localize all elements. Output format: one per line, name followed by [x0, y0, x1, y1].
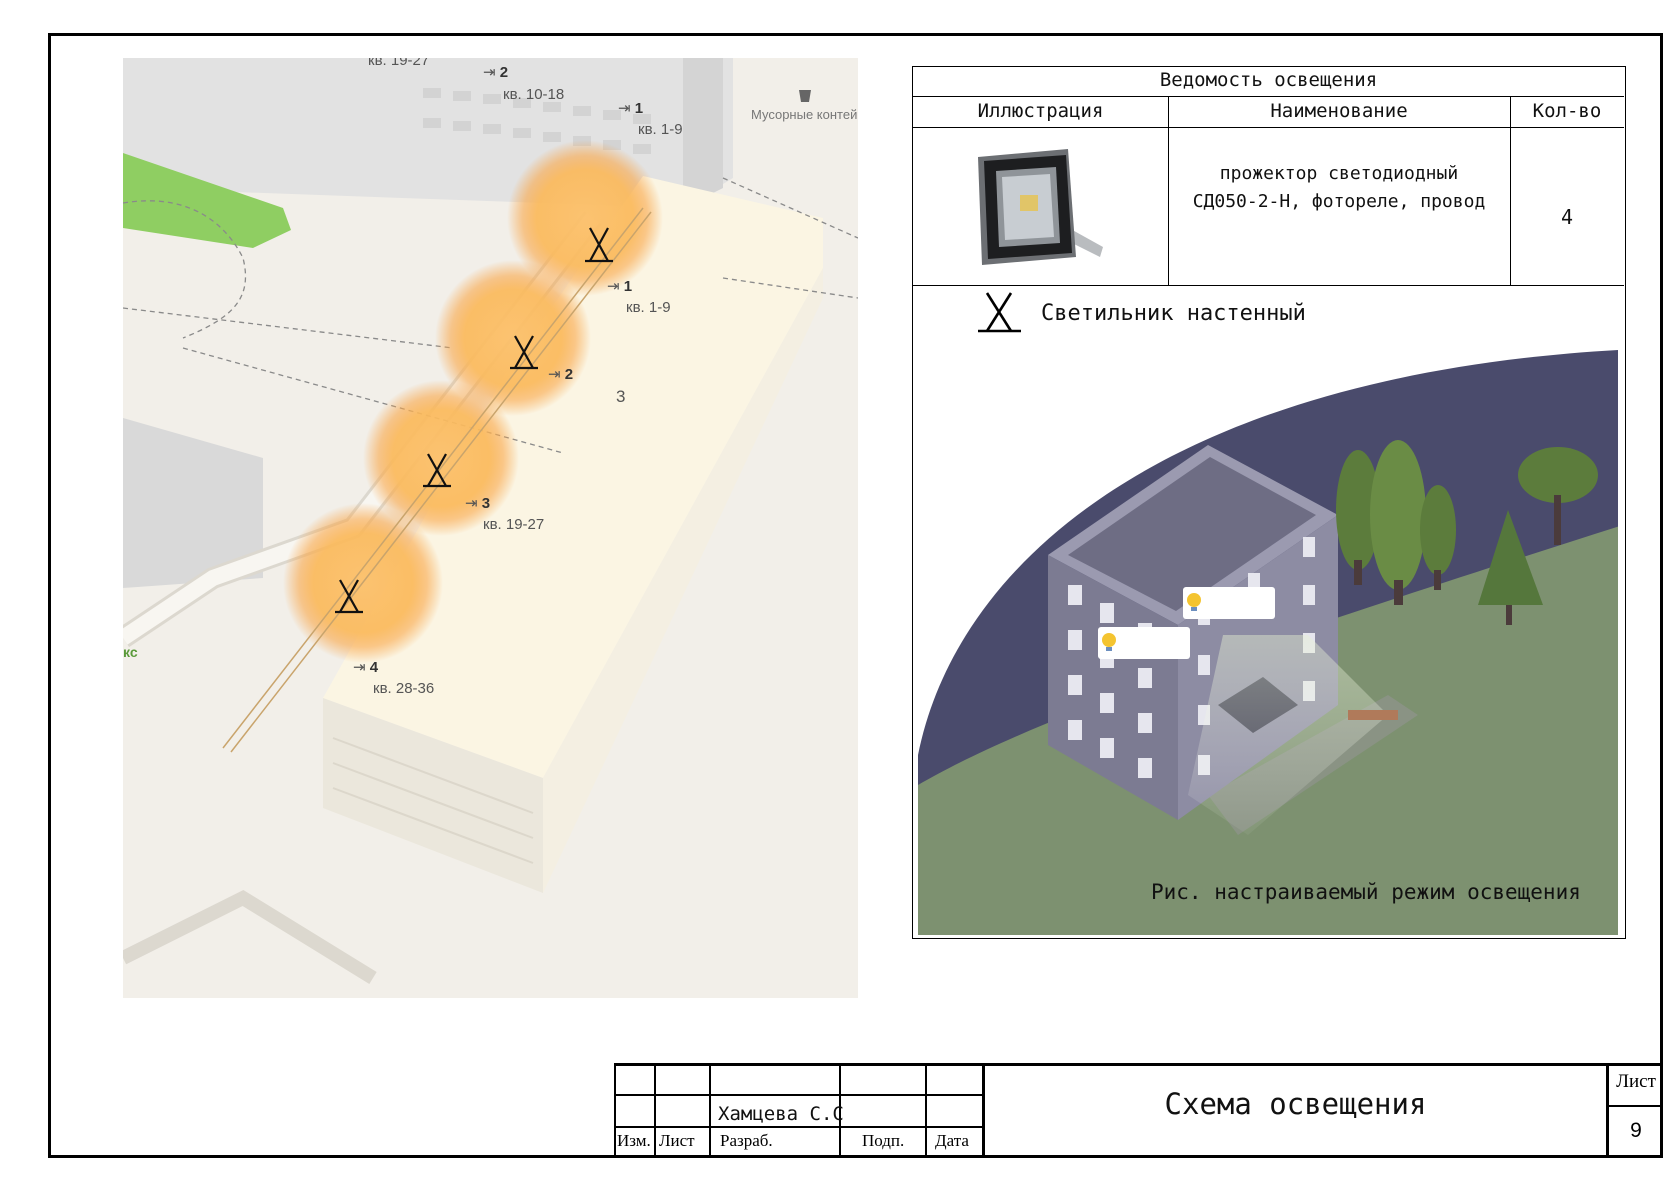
floodlight-image [978, 149, 1103, 265]
header-quantity: Кол-во [1532, 100, 1602, 122]
entrance-number: 4 [369, 659, 379, 676]
entrance-number: 2 [499, 64, 509, 81]
trash-icon [799, 90, 811, 102]
map-graphics [123, 58, 858, 998]
col-list: Лист [659, 1131, 695, 1150]
map-label: кв. 1-9 [626, 299, 671, 316]
map-label: кв. 28-36 [373, 680, 435, 697]
night-lighting-illustration [918, 350, 1618, 935]
map-label: кв. 10-18 [503, 86, 565, 103]
entrance-number: 3 [481, 495, 491, 512]
site-map: кв. 19-27 ⇥ 2 кв. 10-18 ⇥ 1 кв. 1-9 Мусо… [123, 58, 858, 998]
light-glow-1 [507, 140, 663, 296]
sheet-number: 9 [1630, 1119, 1642, 1142]
entrance-marker: ⇥ 2 [548, 366, 574, 383]
light-glow-2 [435, 260, 591, 416]
building-face [323, 698, 543, 893]
drawing-frame [48, 33, 1663, 1158]
col-razrab: Разраб. [720, 1131, 773, 1150]
entrance-number: 1 [634, 100, 644, 117]
entrance-marker: ⇥ 2 [483, 64, 509, 81]
lighting-table: Ведомость освещения Иллюстрация Наименов… [912, 66, 1626, 939]
developer-name: Хамцева С.С [718, 1103, 844, 1125]
map-label: кв. 19-27 [483, 516, 545, 533]
lamp-symbol-1 [585, 227, 613, 263]
wall-lamp-symbol-icon [978, 292, 1021, 333]
entrance-number: 1 [623, 278, 633, 295]
map-label: кв. 19-27 [368, 58, 430, 69]
product-name-line2: СД050-2-Н, фотореле, провод [1192, 191, 1486, 212]
grey-block [123, 418, 263, 588]
col-izm: Изм. [617, 1131, 651, 1150]
entrance-marker: ⇥ 1 [618, 100, 644, 117]
map-label: кс [123, 644, 138, 660]
table-title: Ведомость освещения [1159, 69, 1378, 91]
col-data: Дата [935, 1131, 969, 1150]
col-podp: Подп. [862, 1131, 905, 1150]
lawn-strip [123, 153, 291, 248]
sheet-label: Лист [1616, 1071, 1656, 1092]
drawing-title: Схема освещения [1164, 1087, 1427, 1121]
entrance-number: 2 [564, 366, 574, 383]
building-number: 3 [616, 387, 626, 406]
product-quantity: 4 [1560, 205, 1574, 229]
light-glow-3 [363, 380, 519, 536]
header-name: Наименование [1270, 100, 1408, 122]
trash-label: Мусорные контейнеры [751, 107, 858, 122]
lamp-symbol-4 [335, 579, 363, 614]
building-roof [323, 176, 823, 778]
header-illustration: Иллюстрация [977, 100, 1104, 122]
lamp-symbol-3 [423, 453, 451, 488]
product-name-line1: прожектор светодиодный [1219, 163, 1459, 184]
lamp-symbol-2 [510, 335, 538, 370]
entrance-marker: ⇥ 1 [607, 278, 633, 295]
figure-caption: Рис. настраиваемый режим освещения [1151, 880, 1581, 904]
entrance-marker: ⇥ 4 [353, 659, 379, 676]
title-block: Хамцева С.С Изм. Лист Разраб. Подп. Дата… [614, 1063, 1663, 1158]
entrance-marker: ⇥ 3 [465, 495, 491, 512]
legend-label: Светильник настенный [1041, 301, 1306, 326]
map-label: кв. 1-9 [638, 121, 683, 138]
